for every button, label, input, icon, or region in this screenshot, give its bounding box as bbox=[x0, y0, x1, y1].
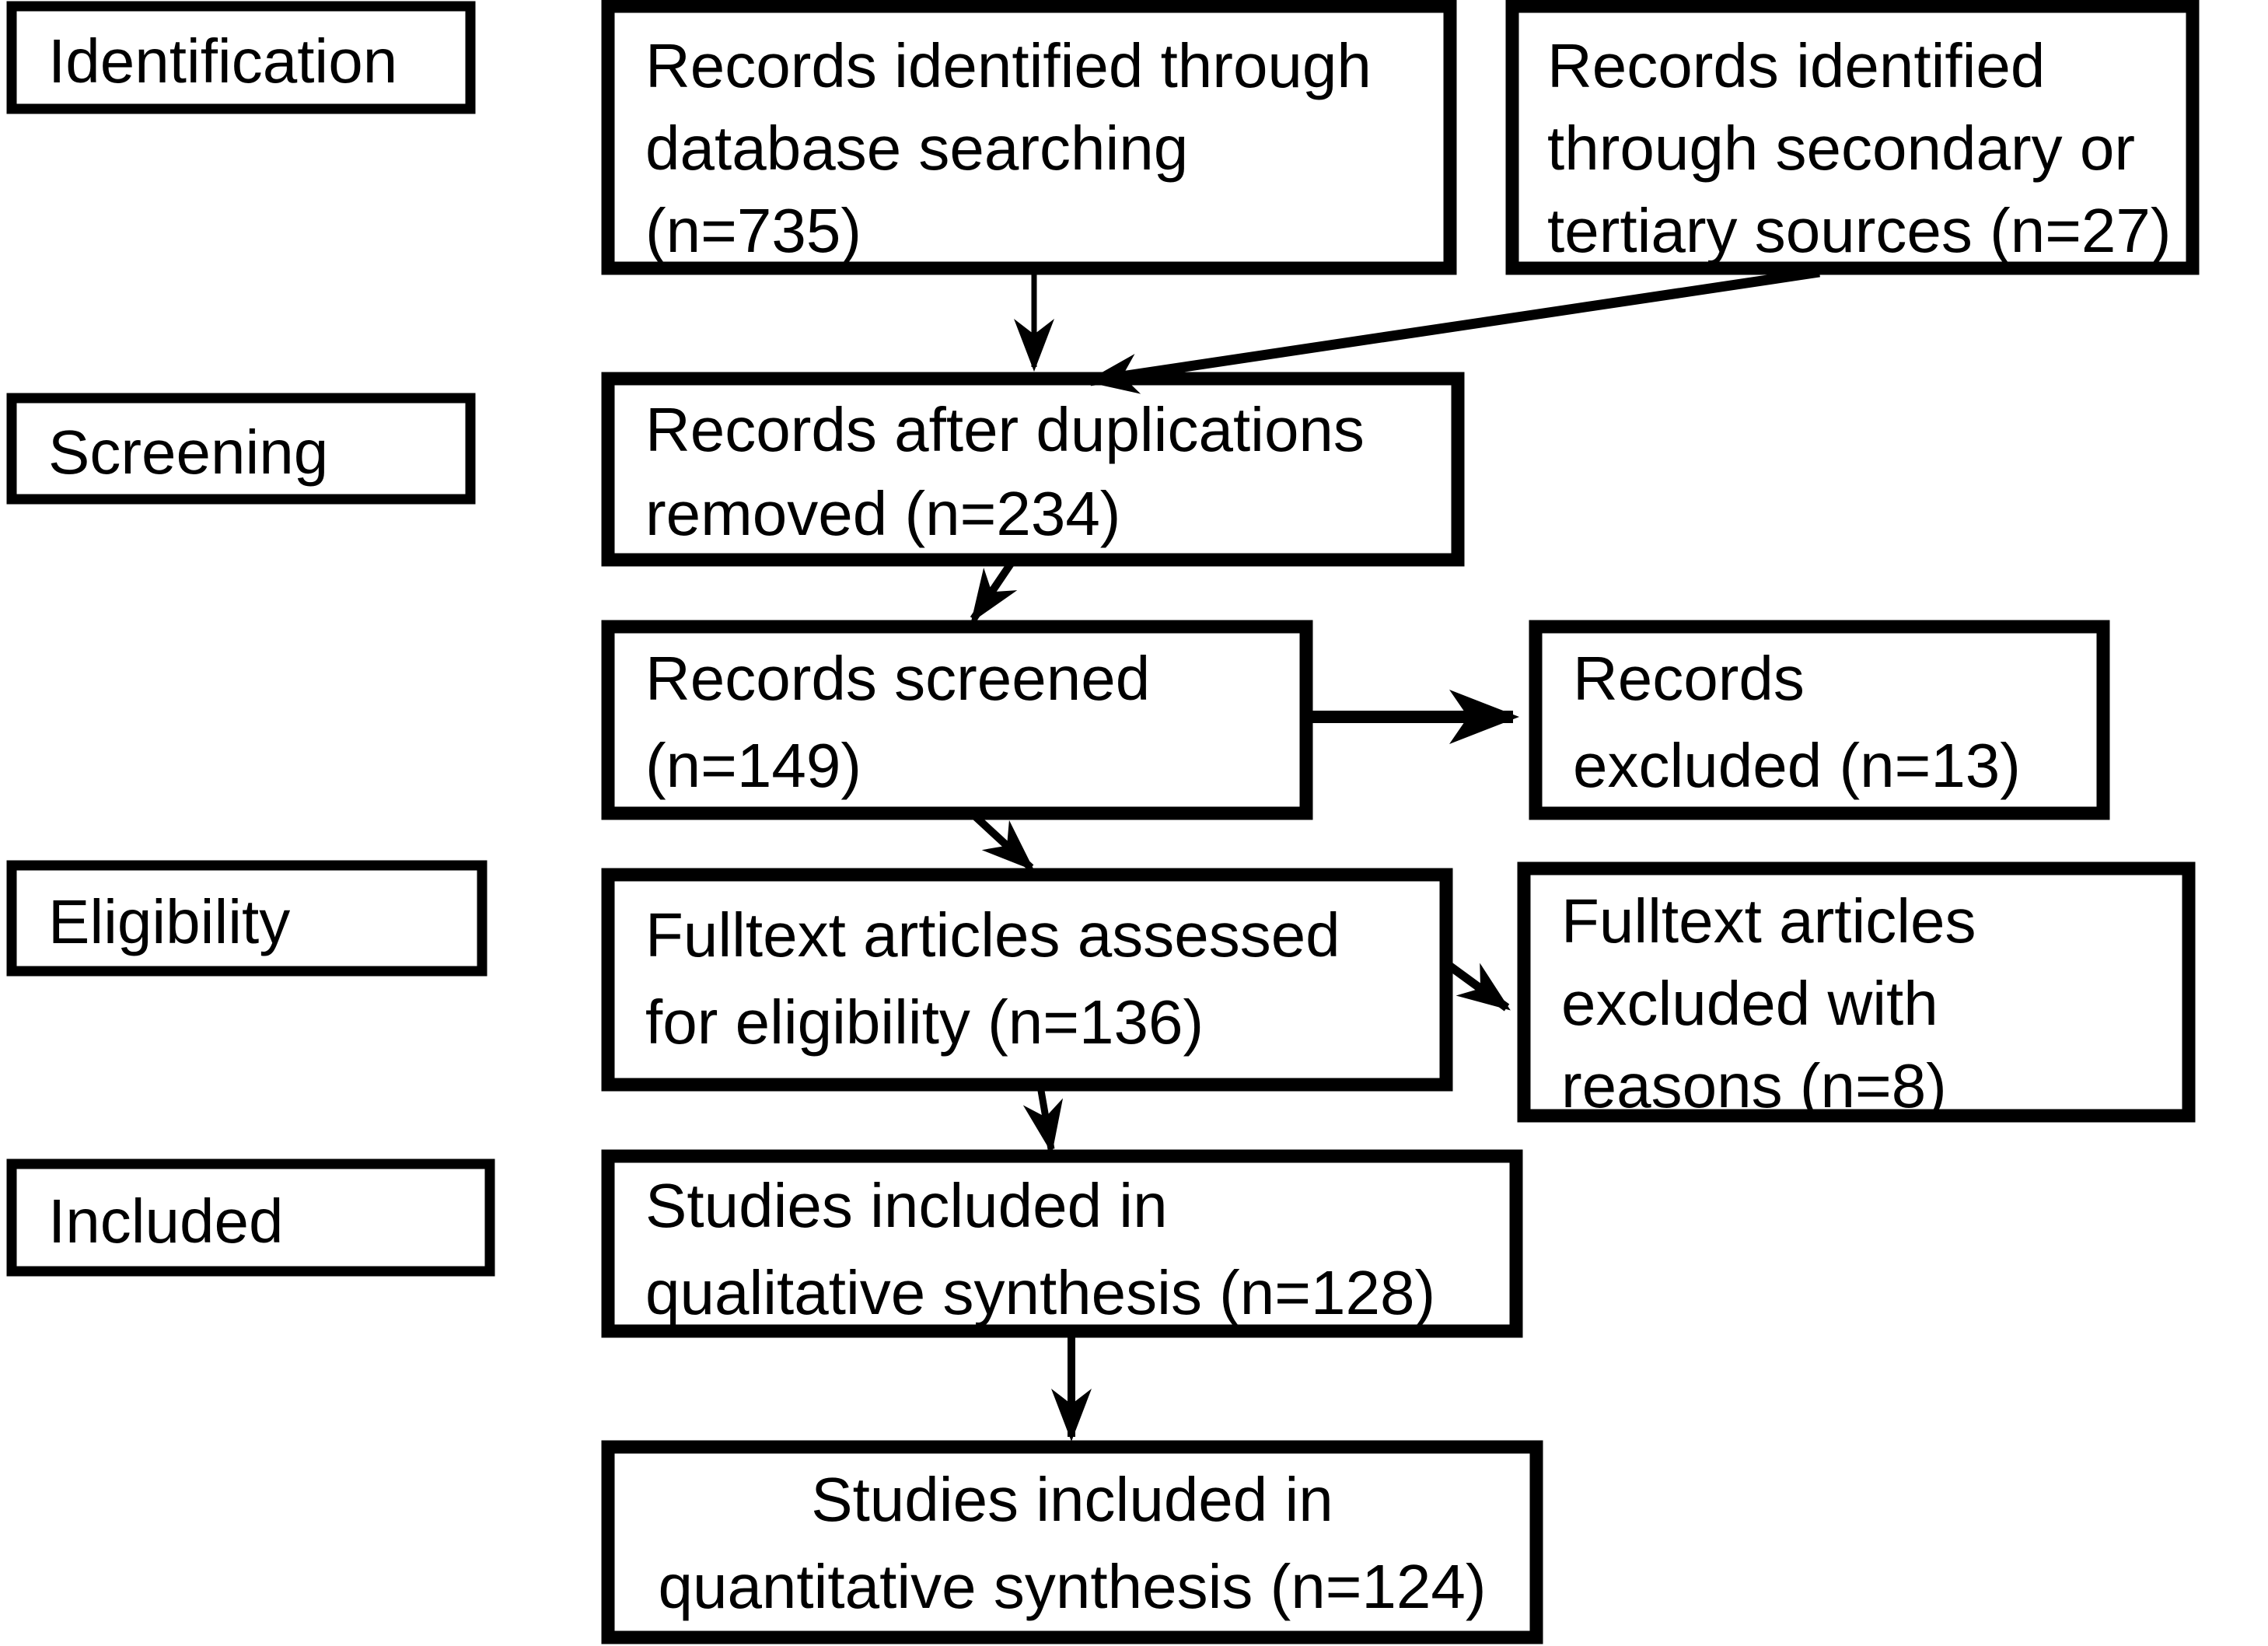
records-screened-box bbox=[601, 620, 1313, 820]
after-duplications-box bbox=[601, 372, 1465, 567]
qualitative-synthesis-box bbox=[601, 1149, 1523, 1338]
fulltext-assessed-box bbox=[601, 868, 1453, 1092]
stage-label-eligibility: Eligibility bbox=[6, 860, 487, 977]
node-qualitative-synthesis: Studies included in qualitative synthesi… bbox=[601, 1149, 1523, 1338]
records-excluded-line-2: excluded (n=13) bbox=[1573, 731, 2021, 800]
quantitative-synthesis-line-2: quantitative synthesis (n=124) bbox=[658, 1552, 1486, 1621]
node-database-search: Records identified through database sear… bbox=[601, 0, 1457, 275]
fulltext-excluded-box bbox=[1517, 861, 2196, 1123]
quantitative-synthesis-box bbox=[601, 1440, 1543, 1644]
identification-label-box bbox=[6, 1, 476, 114]
fulltext-excluded-line-2: excluded with bbox=[1561, 969, 1938, 1038]
qualitative-synthesis-line-2: qualitative synthesis (n=128) bbox=[645, 1258, 1435, 1327]
node-fulltext-excluded: Fulltext articles excluded with reasons … bbox=[1517, 861, 2196, 1123]
arrow-after-duplications-to-records-screened bbox=[970, 559, 1018, 623]
node-after-duplications: Records after duplications removed (n=23… bbox=[601, 372, 1465, 567]
stage-label-included: Included bbox=[6, 1158, 495, 1277]
qualitative-synthesis-line-1: Studies included in bbox=[645, 1171, 1168, 1240]
database-search-line-3: (n=735) bbox=[645, 196, 861, 265]
eligibility-label-box bbox=[6, 860, 487, 977]
identification-label-text: Identification bbox=[48, 26, 397, 96]
stage-label-identification: Identification bbox=[6, 1, 476, 114]
node-quantitative-synthesis: Studies included in quantitative synthes… bbox=[601, 1440, 1543, 1644]
node-records-screened: Records screened (n=149) bbox=[601, 620, 1313, 820]
records-screened-line-2: (n=149) bbox=[645, 731, 861, 800]
included-label-box bbox=[6, 1158, 495, 1277]
stage-label-screening: Screening bbox=[6, 393, 476, 505]
node-fulltext-assessed: Fulltext articles assessed for eligibili… bbox=[601, 868, 1453, 1092]
secondary-sources-line-1: Records identified bbox=[1547, 31, 2045, 100]
records-screened-line-1: Records screened bbox=[645, 644, 1150, 713]
fulltext-excluded-line-3: reasons (n=8) bbox=[1561, 1051, 1947, 1120]
fulltext-assessed-line-1: Fulltext articles assessed bbox=[645, 900, 1340, 970]
arrow-secondary-sources-to-after-duplications bbox=[1085, 267, 1820, 394]
secondary-sources-line-3: tertiary sources (n=27) bbox=[1547, 196, 2172, 265]
database-search-box bbox=[601, 0, 1457, 275]
fulltext-assessed-line-2: for eligibility (n=136) bbox=[645, 987, 1204, 1057]
secondary-sources-line-2: through secondary or bbox=[1547, 114, 2135, 183]
arrow-records-screened-to-fulltext-assessed bbox=[970, 812, 1035, 872]
fulltext-excluded-line-1: Fulltext articles bbox=[1561, 886, 1976, 956]
after-duplications-line-2: removed (n=234) bbox=[645, 479, 1120, 548]
arrow-fulltext-assessed-to-fulltext-excluded bbox=[1446, 962, 1511, 1012]
eligibility-label-text: Eligibility bbox=[48, 887, 290, 956]
database-search-line-1: Records identified through bbox=[645, 31, 1372, 100]
quantitative-synthesis-line-1: Studies included in bbox=[811, 1465, 1333, 1534]
database-search-line-2: database searching bbox=[645, 114, 1188, 183]
secondary-sources-box bbox=[1505, 0, 2200, 275]
screening-label-box bbox=[6, 393, 476, 505]
node-records-excluded: Records excluded (n=13) bbox=[1529, 620, 2110, 820]
included-label-text: Included bbox=[48, 1186, 283, 1256]
records-excluded-box bbox=[1529, 620, 2110, 820]
after-duplications-line-1: Records after duplications bbox=[645, 395, 1365, 464]
screening-label-text: Screening bbox=[48, 418, 328, 487]
records-excluded-line-1: Records bbox=[1573, 644, 1805, 713]
node-secondary-sources: Records identified through secondary or … bbox=[1505, 0, 2200, 275]
arrow-fulltext-assessed-to-qualitative bbox=[1022, 1085, 1064, 1154]
